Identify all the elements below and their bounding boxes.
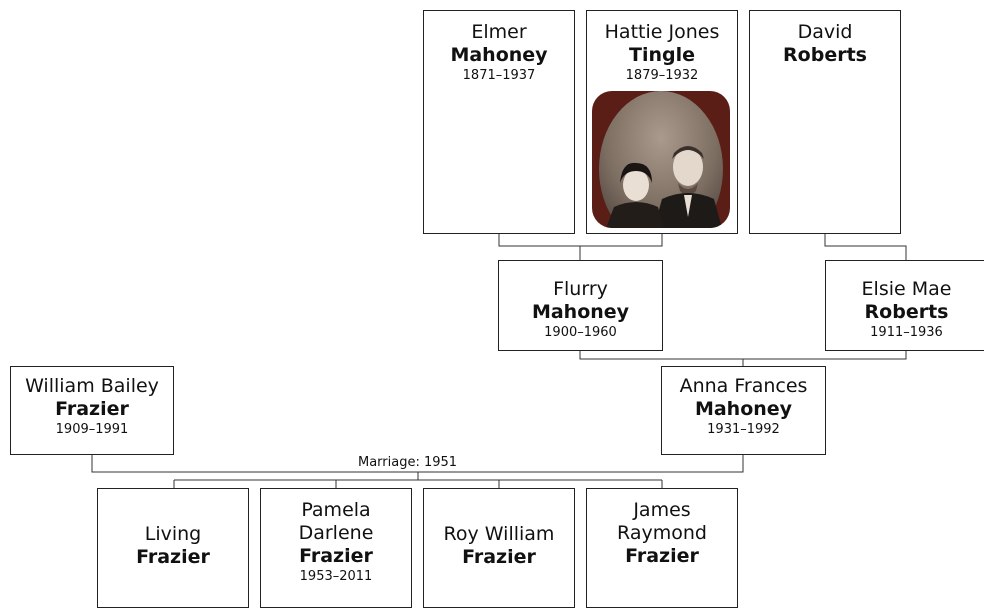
person-card-william-bailey-frazier[interactable]: William Bailey Frazier 1909–1991 — [10, 366, 174, 455]
person-card-david-roberts[interactable]: David Roberts — [749, 10, 901, 234]
person-card-anna-frances-mahoney[interactable]: Anna Frances Mahoney 1931–1992 — [661, 366, 826, 455]
surname: Frazier — [462, 546, 536, 568]
connector-lines — [91, 233, 907, 488]
surname: Frazier — [299, 545, 373, 567]
person-card-james-raymond-frazier[interactable]: James Raymond Frazier — [586, 488, 738, 608]
life-dates: 1953–2011 — [299, 569, 373, 584]
surname: Mahoney — [450, 44, 548, 66]
life-dates: 1909–1991 — [55, 422, 129, 437]
couple-portrait-photo[interactable] — [592, 91, 730, 228]
surname: Mahoney — [694, 398, 793, 420]
person-card-hattie-jones-tingle[interactable]: Hattie Jones Tingle 1879–1932 — [586, 10, 738, 234]
given-name: James Raymond — [617, 499, 707, 544]
person-card-pamela-darlene-frazier[interactable]: Pamela Darlene Frazier 1953–2011 — [260, 488, 412, 608]
surname: Frazier — [55, 398, 129, 420]
given-name: Living — [144, 523, 202, 545]
given-name: Flurry — [553, 278, 608, 300]
surname: Mahoney — [531, 301, 630, 323]
given-name: Anna Frances — [679, 375, 808, 397]
surname: Frazier — [625, 545, 699, 567]
life-dates: 1931–1992 — [707, 422, 780, 437]
given-name: Hattie Jones — [604, 21, 720, 43]
person-card-flurry-mahoney[interactable]: Flurry Mahoney 1900–1960 — [498, 260, 663, 351]
marriage-label: Marriage: 1951 — [356, 455, 460, 471]
given-name: Roy William — [443, 523, 555, 545]
surname: Roberts — [864, 301, 949, 323]
person-card-living-frazier[interactable]: Living Frazier — [97, 488, 249, 608]
person-card-roy-william-frazier[interactable]: Roy William Frazier — [423, 488, 575, 608]
life-dates: 1871–1937 — [462, 68, 536, 83]
surname: Frazier — [136, 546, 210, 568]
given-name: Elsie Mae — [861, 278, 952, 300]
given-name: David — [797, 21, 853, 43]
surname: Tingle — [629, 44, 695, 66]
life-dates: 1879–1932 — [625, 68, 699, 83]
surname: Roberts — [783, 44, 867, 66]
life-dates: 1900–1960 — [544, 325, 617, 340]
person-card-elmer-mahoney[interactable]: Elmer Mahoney 1871–1937 — [423, 10, 575, 234]
given-name: Elmer — [471, 21, 527, 43]
given-name: William Bailey — [25, 375, 159, 397]
life-dates: 1911–1936 — [870, 325, 943, 340]
person-card-elsie-mae-roberts[interactable]: Elsie Mae Roberts 1911–1936 — [825, 260, 984, 351]
given-name: Pamela Darlene — [298, 499, 374, 544]
